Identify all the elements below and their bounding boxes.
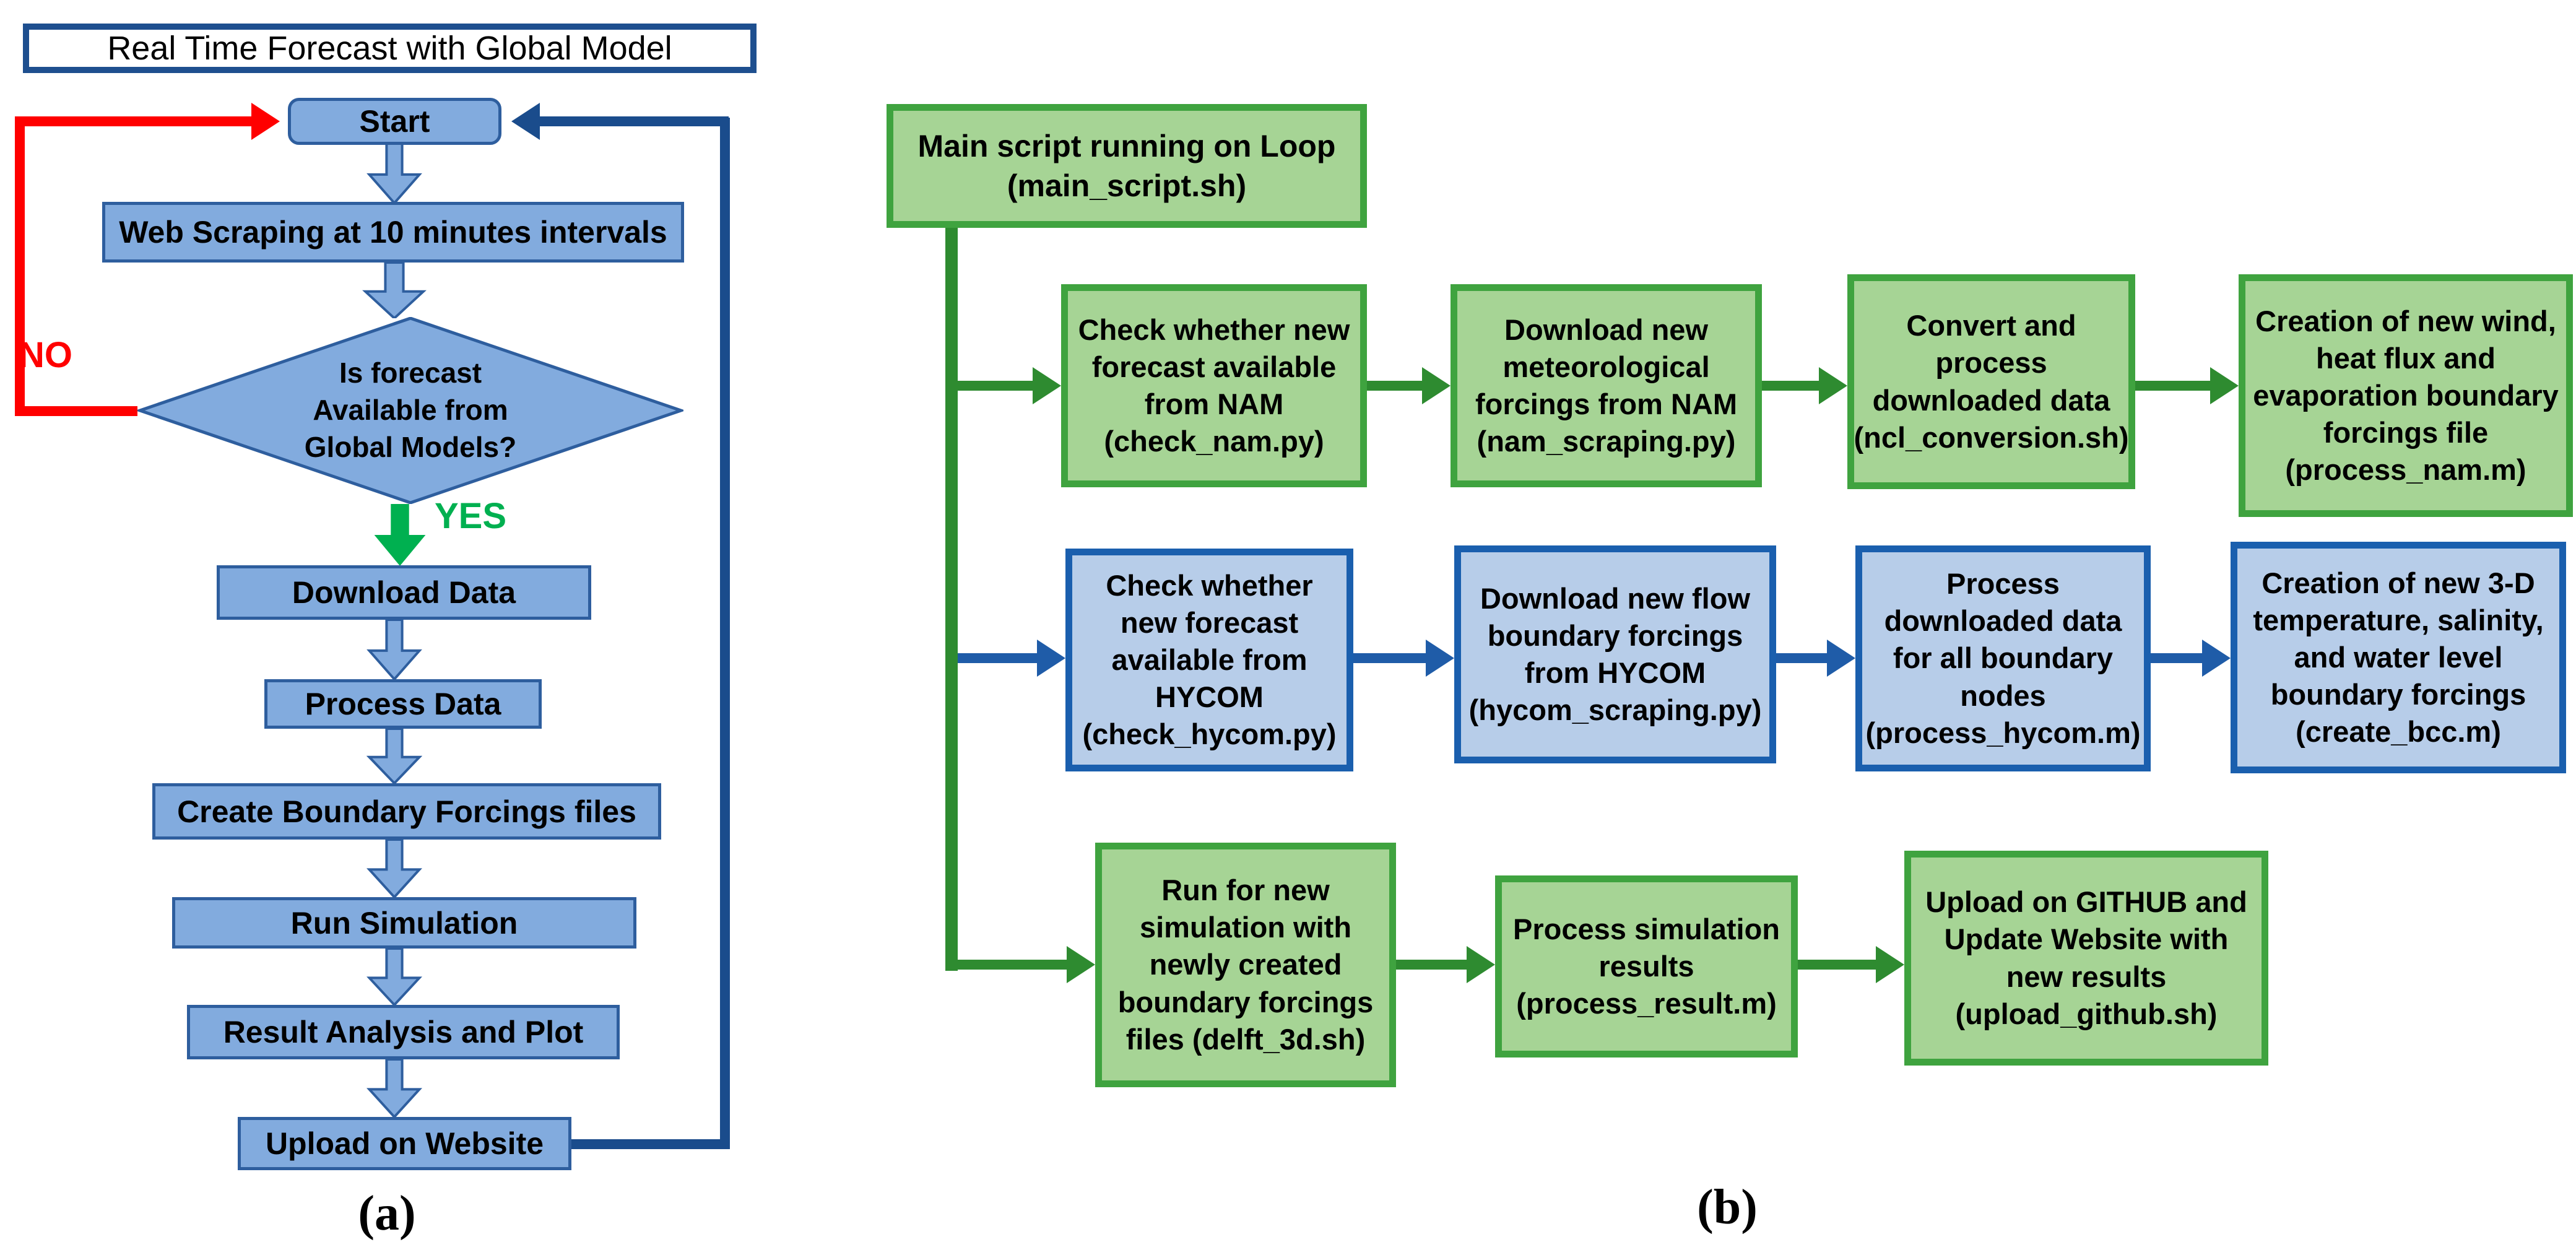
step-create-boundary-forcings: Create Boundary Forcings files bbox=[152, 783, 661, 840]
arrow-line bbox=[1367, 381, 1425, 391]
restart-loop-line-top bbox=[540, 116, 729, 126]
process-nam-node: Creation of new wind, heat flux and evap… bbox=[2239, 274, 2573, 517]
start-node: Start bbox=[288, 98, 501, 145]
panel-a-title: Real Time Forecast with Global Model bbox=[23, 24, 757, 73]
caption-b: (b) bbox=[1697, 1180, 1758, 1235]
step-result-analysis: Result Analysis and Plot bbox=[187, 1005, 620, 1059]
nam-scraping-node: Download new meteorological forcings fro… bbox=[1451, 284, 1762, 487]
arrow-line bbox=[1353, 653, 1428, 663]
check-hycom-node: Check whether new forecast available fro… bbox=[1065, 549, 1353, 771]
arrowhead-icon bbox=[2202, 640, 2231, 677]
process-hycom-node: Process downloaded data for all boundary… bbox=[1855, 545, 2151, 771]
arrowhead-icon bbox=[1422, 367, 1451, 404]
no-loop-arrowhead-icon bbox=[251, 103, 280, 140]
down-arrow-icon bbox=[366, 144, 422, 203]
main-script-node: Main script running on Loop (main_script… bbox=[887, 104, 1367, 228]
branch-arrow-line bbox=[958, 653, 1039, 663]
down-arrow-icon bbox=[366, 840, 422, 897]
upload-github-node: Upload on GITHUB and Update Website with… bbox=[1904, 851, 2268, 1066]
no-loop-line-vertical bbox=[15, 118, 25, 410]
branch-arrowhead-icon bbox=[1067, 946, 1095, 983]
no-label: NO bbox=[19, 335, 72, 375]
decision-text: Is forecast Available from Global Models… bbox=[304, 357, 517, 463]
create-bcc-node: Creation of new 3-D temperature, salinit… bbox=[2231, 542, 2566, 773]
down-arrow-icon bbox=[366, 1059, 422, 1117]
arrowhead-icon bbox=[1819, 367, 1847, 404]
arrow-line bbox=[1762, 381, 1821, 391]
branch-arrow-line bbox=[952, 960, 1069, 970]
arrow-line bbox=[1798, 960, 1878, 970]
check-nam-node: Check whether new forecast available fro… bbox=[1061, 284, 1367, 487]
step-upload-website: Upload on Website bbox=[238, 1117, 571, 1170]
ncl-conversion-node: Convert and process downloaded data (ncl… bbox=[1847, 274, 2135, 489]
down-arrow-icon bbox=[366, 729, 422, 783]
caption-a: (a) bbox=[358, 1186, 416, 1241]
arrowhead-icon bbox=[1827, 640, 1855, 677]
arrowhead-icon bbox=[1876, 946, 1904, 983]
arrow-line bbox=[1396, 960, 1469, 970]
arrowhead-icon bbox=[2210, 367, 2239, 404]
yes-arrow-icon bbox=[374, 504, 426, 566]
no-loop-line-bottom bbox=[15, 406, 137, 416]
restart-loop-line-bottom bbox=[568, 1139, 726, 1149]
arrowhead-icon bbox=[1426, 640, 1454, 677]
step-process-data: Process Data bbox=[264, 679, 542, 729]
step-run-simulation: Run Simulation bbox=[172, 897, 636, 949]
branch-arrow-line bbox=[958, 381, 1035, 391]
no-loop-line-top bbox=[15, 116, 253, 126]
restart-loop-line-vertical bbox=[720, 118, 730, 1149]
arrow-line bbox=[2151, 653, 2205, 663]
decision-diamond bbox=[137, 317, 683, 504]
restart-loop-arrowhead-icon bbox=[511, 103, 540, 140]
delft3d-run-node: Run for new simulation with newly create… bbox=[1095, 843, 1396, 1087]
branch-arrowhead-icon bbox=[1037, 640, 1065, 677]
web-scraping-node: Web Scraping at 10 minutes intervals bbox=[102, 202, 684, 263]
yes-label: YES bbox=[435, 496, 507, 536]
branch-arrowhead-icon bbox=[1033, 367, 1061, 404]
process-result-node: Process simulation results (process_resu… bbox=[1495, 875, 1798, 1057]
down-arrow-icon bbox=[366, 949, 422, 1005]
arrowhead-icon bbox=[1467, 946, 1495, 983]
down-arrow-icon bbox=[366, 620, 422, 679]
hycom-scraping-node: Download new flow boundary forcings from… bbox=[1454, 545, 1776, 763]
arrow-line bbox=[2135, 381, 2213, 391]
main-trunk-line bbox=[945, 228, 958, 971]
arrow-line bbox=[1776, 653, 1829, 663]
down-arrow-icon bbox=[362, 263, 427, 318]
step-download-data: Download Data bbox=[217, 565, 591, 620]
